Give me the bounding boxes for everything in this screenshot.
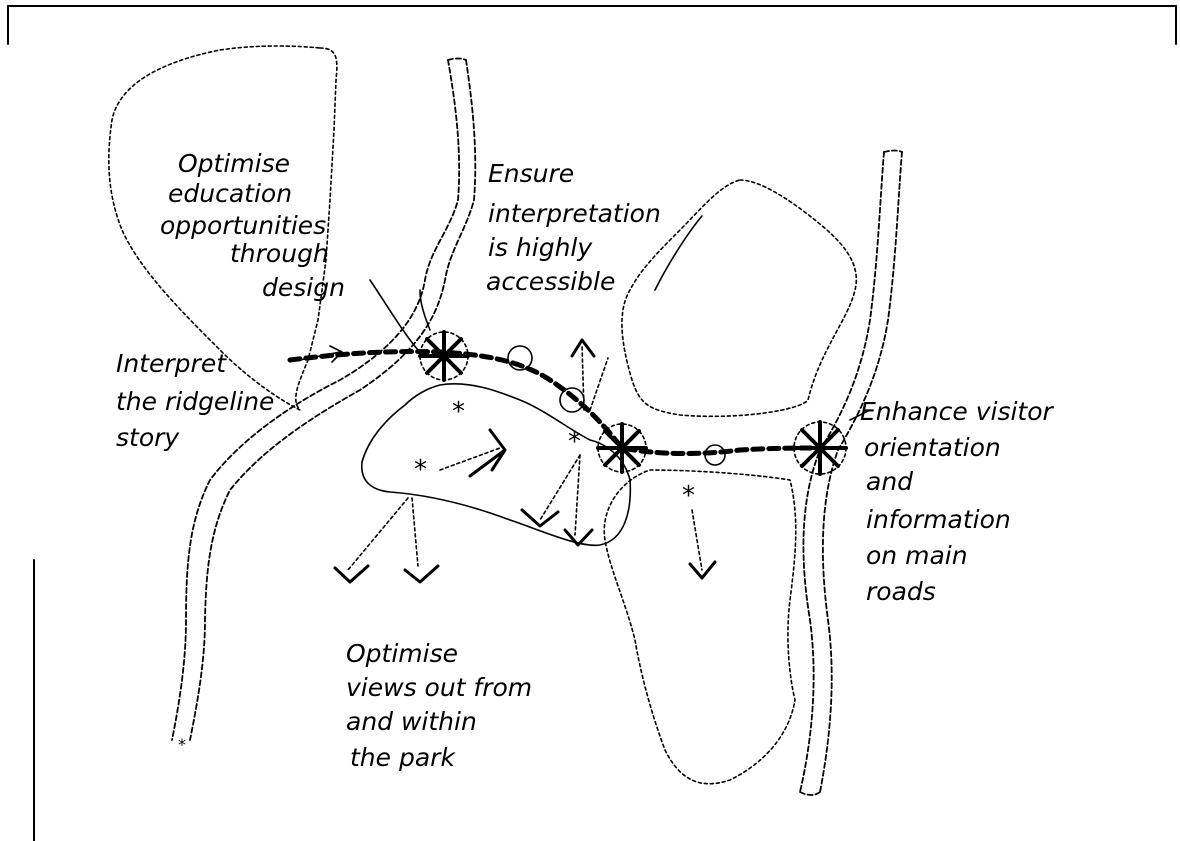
- svg-text:*: *: [178, 735, 186, 754]
- viewpoints: * * * *: [414, 397, 695, 511]
- node-centre: [598, 424, 646, 472]
- annotation-visitor: Enhance visitor orientation and informat…: [860, 397, 1055, 606]
- annotation-visitor-line-2: orientation: [864, 433, 1001, 462]
- annotation-views-line-1: Optimise: [346, 639, 458, 668]
- annotation-interpretation-line-3: is highly: [488, 233, 593, 262]
- svg-text:*: *: [568, 427, 581, 457]
- annotation-ridgeline-line-1: Interpret: [116, 349, 227, 378]
- node-west: [420, 332, 468, 380]
- annotation-education-line-2: education: [168, 179, 292, 208]
- annotation-ridgeline-line-3: story: [116, 423, 180, 452]
- annotation-views-line-2: views out from: [346, 673, 532, 702]
- annotation-interpretation-line-4: accessible: [486, 267, 615, 296]
- annotation-views-line-3: and within: [346, 707, 477, 736]
- annotation-views: Optimise views out from and within the p…: [346, 639, 532, 772]
- annotation-visitor-line-3: and: [866, 467, 913, 496]
- annotation-interpretation-line-1: Ensure: [488, 159, 574, 188]
- annotation-interpretation-line-2: interpretation: [488, 199, 661, 228]
- svg-text:*: *: [452, 397, 465, 427]
- annotation-education-line-5: design: [262, 273, 345, 302]
- annotation-interpretation: Ensure interpretation is highly accessib…: [486, 159, 661, 296]
- annotation-education: Optimise education opportunities through…: [160, 149, 345, 302]
- annotation-education-line-4: through: [230, 239, 329, 268]
- svg-text:*: *: [682, 481, 695, 511]
- annotation-views-line-4: the park: [350, 743, 456, 772]
- annotation-education-line-3: opportunities: [160, 211, 326, 240]
- annotation-ridgeline-line-2: the ridgeline: [116, 387, 274, 416]
- annotation-visitor-line-4: information: [866, 505, 1011, 534]
- view-arrows: [335, 340, 715, 582]
- svg-text:*: *: [414, 455, 427, 485]
- annotation-visitor-line-5: on main: [866, 541, 968, 570]
- annotation-education-line-1: Optimise: [178, 149, 290, 178]
- annotation-ridgeline: Interpret the ridgeline story: [116, 349, 274, 452]
- park-area-right-lower: [604, 470, 796, 784]
- node-east: [794, 422, 846, 474]
- main-route: [290, 346, 822, 465]
- annotation-visitor-line-1: Enhance visitor: [860, 397, 1055, 426]
- annotation-visitor-line-6: roads: [866, 577, 936, 606]
